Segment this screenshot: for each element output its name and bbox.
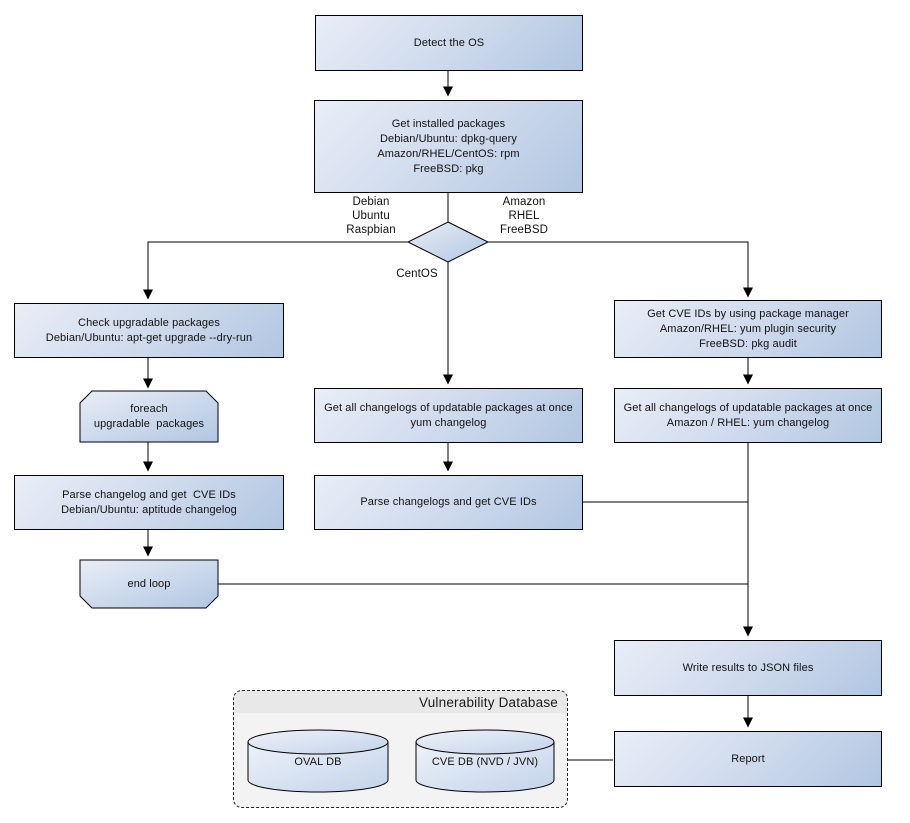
oval-db-label: OVAL DB <box>294 755 342 768</box>
node-parse-changelog-debian: Parse changelog and get CVE IDs Debian/U… <box>14 475 284 530</box>
node-write-results-json: Write results to JSON files <box>614 640 882 696</box>
node-detect-os: Detect the OS <box>315 15 583 71</box>
branch-label-debian-ubuntu-raspbian: Debian Ubuntu Raspbian <box>346 196 396 236</box>
node-get-installed-packages: Get installed packages Debian/Ubuntu: dp… <box>314 100 583 193</box>
node-get-cve-ids-package-manager: Get CVE IDs by using package manager Ama… <box>614 300 882 358</box>
node-check-upgradable-packages: Check upgradable packages Debian/Ubuntu:… <box>14 303 284 358</box>
foreach-loop-label: foreach upgradable packages <box>93 402 205 430</box>
vulnerability-database-title-band: Vulnerability Database <box>234 691 567 713</box>
arrow-decision-to-get-cve-ids <box>488 241 753 298</box>
end-loop-label: end loop <box>127 577 171 590</box>
node-get-changelogs-amazon: Get all changelogs of updatable packages… <box>614 388 882 443</box>
vulnerability-database-title: Vulnerability Database <box>419 694 558 710</box>
branch-label-amazon-rhel-freebsd: Amazon RHEL FreeBSD <box>500 196 548 236</box>
node-report: Report <box>614 731 882 787</box>
branch-label-centos: CentOS <box>396 268 438 280</box>
cve-db-label: CVE DB (NVD / JVN) <box>431 755 539 768</box>
arrow-decision-to-check-upgradable <box>143 241 408 300</box>
node-parse-changelogs-centos: Parse changelogs and get CVE IDs <box>314 475 583 530</box>
node-get-changelogs-centos: Get all changelogs of updatable packages… <box>314 388 583 443</box>
